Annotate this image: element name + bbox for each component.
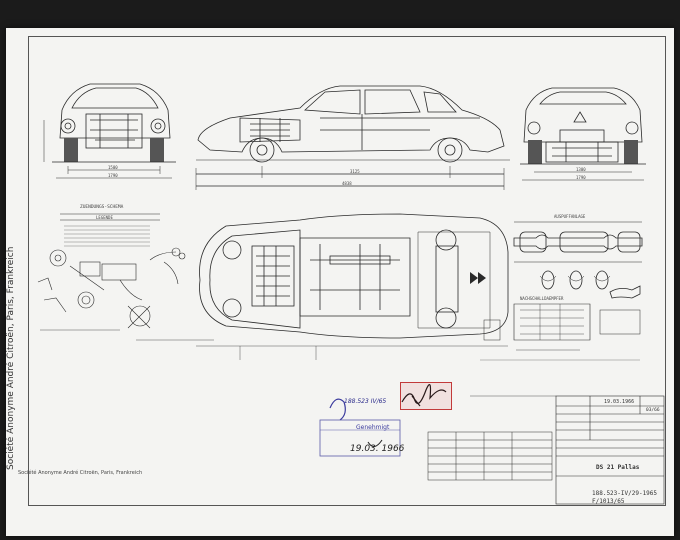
- ignition-schema-drawing: [37, 213, 214, 341]
- exhaust-label: AUSPUFFANLAGE: [554, 214, 586, 219]
- drawing-border: [28, 36, 666, 506]
- revision-table-drawing: [427, 431, 553, 481]
- car-side-view-drawing: [195, 85, 510, 190]
- stamp-ref: 188.523 IV/65: [344, 398, 387, 405]
- title-block-doc-number: 188.523-IV/29-1965: [592, 490, 658, 497]
- dim-side-total: 4838: [342, 181, 352, 186]
- car-front-view-drawing: [43, 83, 176, 179]
- title-block-frame: [470, 395, 665, 505]
- dim-front-track: 1500: [108, 165, 118, 170]
- title-block-model: DS 21 Pallas: [596, 464, 640, 471]
- approval-stamp-icon: [319, 398, 401, 457]
- legend-title: ZUENDUNGS-SCHEMA: [80, 205, 124, 210]
- exhaust-system-drawing: [480, 221, 643, 361]
- red-stamp-icon: [400, 382, 452, 410]
- title-block-doc-ref: F/1013/65: [592, 498, 625, 505]
- title-block-sheet-ref: 03/66: [646, 408, 660, 413]
- mufflers-label: NACHSCHALLDAEMPFER: [520, 296, 564, 301]
- chassis-top-view-drawing: [196, 213, 509, 360]
- company-name-vertical: Société Anonyme André Citroën, Paris, Fr…: [6, 246, 16, 470]
- stamp-caption: Genehmigt: [356, 424, 390, 431]
- dim-wheelbase: 3125: [350, 169, 360, 174]
- dim-rear-width: 1790: [576, 175, 586, 180]
- signature-icon: [401, 383, 447, 407]
- dim-front-width: 1790: [108, 173, 118, 178]
- title-block-date: 19.03.1966: [604, 399, 635, 405]
- legend-subtitle: LEGENDE: [96, 215, 113, 220]
- dim-rear-track: 1300: [576, 167, 586, 172]
- stamp-date: 19.03. 1966: [350, 444, 405, 454]
- car-rear-view-drawing: [520, 87, 646, 181]
- company-name-footer: Société Anonyme André Citroën, Paris, Fr…: [18, 470, 143, 476]
